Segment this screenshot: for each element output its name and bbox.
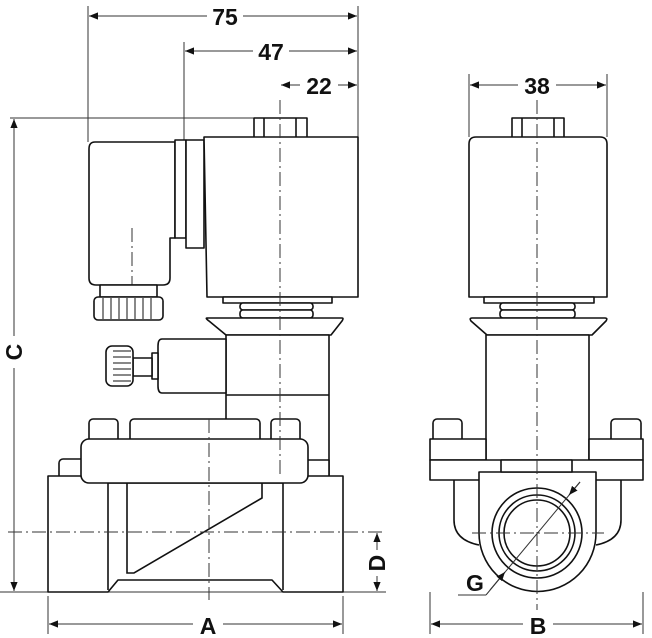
svg-text:47: 47 <box>258 39 284 65</box>
dimension-b: B <box>431 610 642 638</box>
svg-text:22: 22 <box>306 73 332 99</box>
dimension-d: D <box>364 533 390 591</box>
svg-text:75: 75 <box>212 4 238 30</box>
front-view: 75 47 22 A C D <box>0 2 390 638</box>
dimension-75: 75 <box>89 2 357 30</box>
svg-text:D: D <box>364 555 390 572</box>
side-view: 38 G B <box>429 70 644 638</box>
override-knob <box>105 345 134 387</box>
dimension-38: 38 <box>470 70 606 99</box>
svg-text:B: B <box>530 613 547 638</box>
dimension-c: C <box>0 119 28 591</box>
solenoid-coil <box>203 117 359 336</box>
side-coil <box>468 117 608 336</box>
valve-body <box>47 418 344 593</box>
svg-text:A: A <box>200 613 217 638</box>
dimension-22: 22 <box>281 70 357 99</box>
svg-text:C: C <box>1 344 27 361</box>
connector-plug <box>88 139 205 321</box>
spring <box>239 302 314 311</box>
bonnet <box>80 438 309 484</box>
dimension-47: 47 <box>185 36 357 65</box>
cable-gland-nut <box>93 296 164 321</box>
dimension-a: A <box>49 610 342 638</box>
svg-text:G: G <box>466 570 484 596</box>
svg-text:38: 38 <box>524 73 550 99</box>
manual-override <box>105 338 227 394</box>
dimension-g: G <box>458 481 581 596</box>
